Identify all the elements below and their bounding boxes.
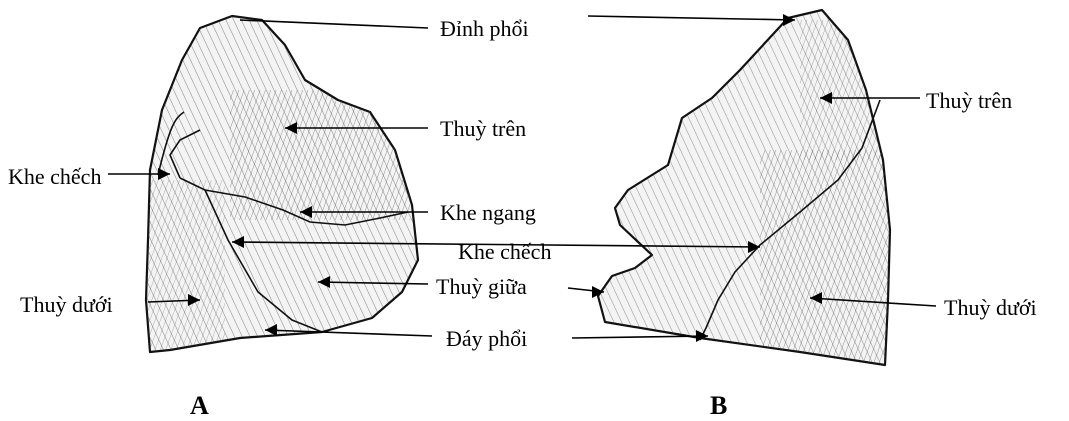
label-thuy-giua: Thuỳ giữa	[436, 274, 527, 299]
label-khe-chech-a: Khe chếch	[8, 164, 101, 189]
label-thuy-duoi-a: Thuỳ dưới	[20, 292, 113, 317]
caption-b: B	[710, 391, 727, 420]
lung-b-shading-upper	[800, 20, 890, 160]
label-khe-ngang: Khe ngang	[440, 200, 536, 225]
label-dinh-phoi: Đỉnh phổi	[440, 16, 529, 41]
label-thuy-tren-b: Thuỳ trên	[926, 88, 1012, 113]
lung-a-illustration	[140, 10, 430, 355]
lung-b-shading	[760, 150, 895, 365]
lung-b-illustration	[590, 5, 900, 370]
caption-a: A	[190, 391, 209, 420]
label-khe-chech-center: Khe chếch	[458, 239, 551, 264]
label-thuy-tren-a: Thuỳ trên	[440, 116, 526, 141]
label-day-phoi: Đáy phổi	[446, 326, 527, 351]
label-thuy-duoi-b: Thuỳ dưới	[944, 295, 1037, 320]
